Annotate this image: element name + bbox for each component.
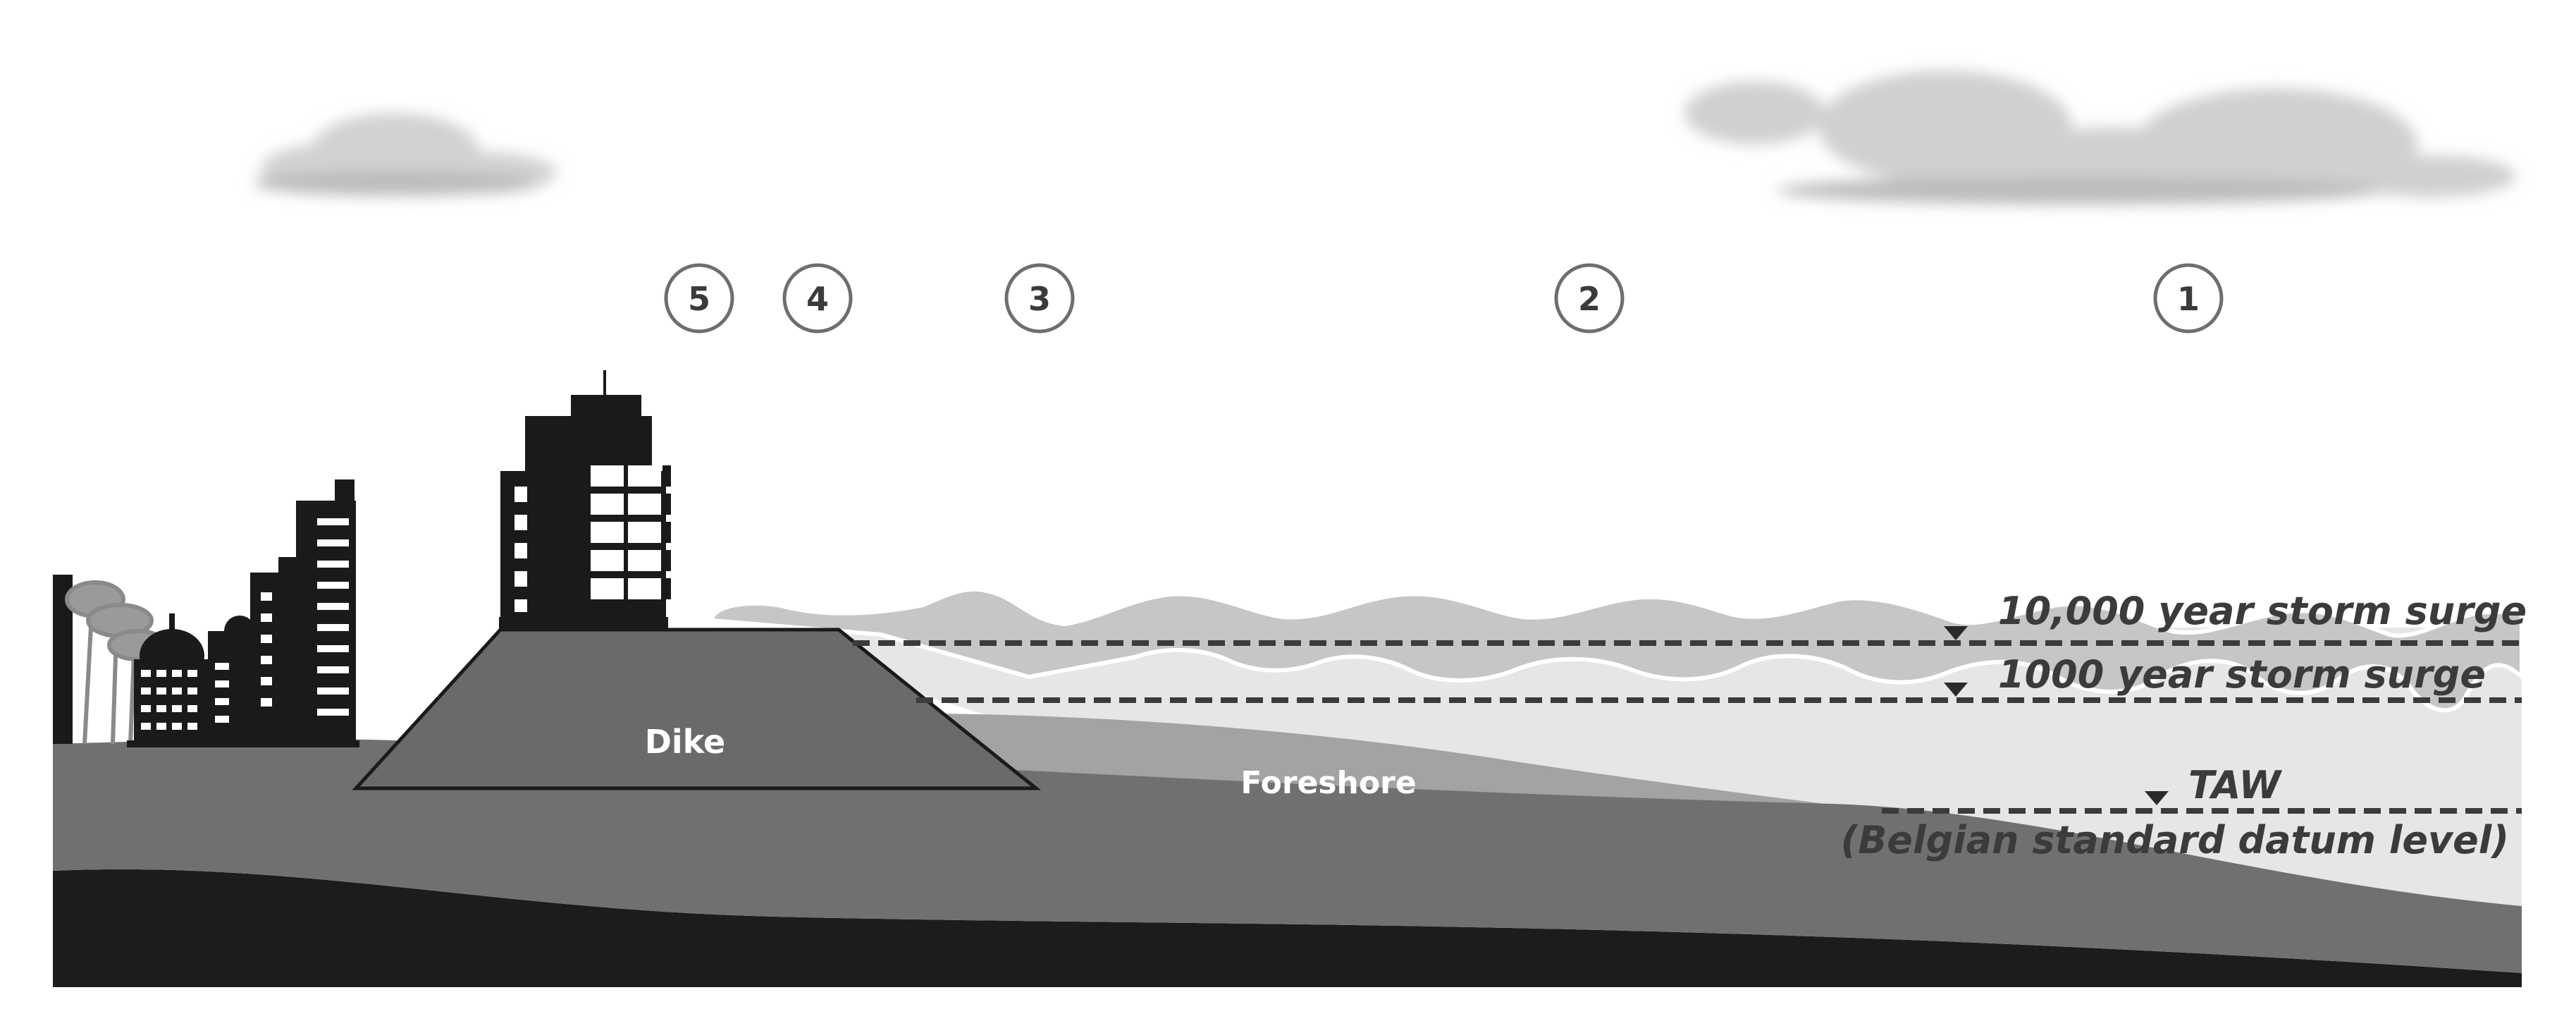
taw-line [1882,791,2522,814]
building-on-dike [499,370,671,631]
foreshore-label: Foreshore [1240,765,1416,801]
zone-marker-4 [782,263,853,334]
dike-label: Dike [645,723,726,761]
taw-label: TAW [2188,763,2282,807]
storm-surge-10000-label: 10,000 year storm surge [1998,589,2527,633]
zone-number-2: 2 [1578,280,1601,318]
zone-number-1: 1 [2177,280,2200,318]
zone-marker-2 [1554,263,1625,334]
city-skyline [53,479,359,747]
level-marker-icon [2145,791,2169,805]
cloud-right [1684,71,2516,204]
zone-markers [664,263,2224,334]
zone-marker-3 [1004,263,1075,334]
zone-number-5: 5 [688,280,710,318]
zone-marker-1 [2153,263,2224,334]
zone-marker-5 [664,263,734,334]
storm-surge-1000-line [916,683,2522,703]
zone-number-3: 3 [1028,280,1051,318]
taw-note: (Belgian standard datum level) [1841,818,2509,862]
cloud-left [254,113,557,196]
storm-surge-10000-line [853,626,2522,646]
dike [352,628,1042,790]
storm-surge-1000-label: 1000 year storm surge [1998,652,2486,697]
ground [53,738,2522,973]
zone-number-4: 4 [806,280,829,318]
deep-ground [53,869,2522,987]
level-marker-icon [1944,683,1968,697]
level-marker-icon [1944,626,1968,640]
wave-crests [709,587,2524,713]
